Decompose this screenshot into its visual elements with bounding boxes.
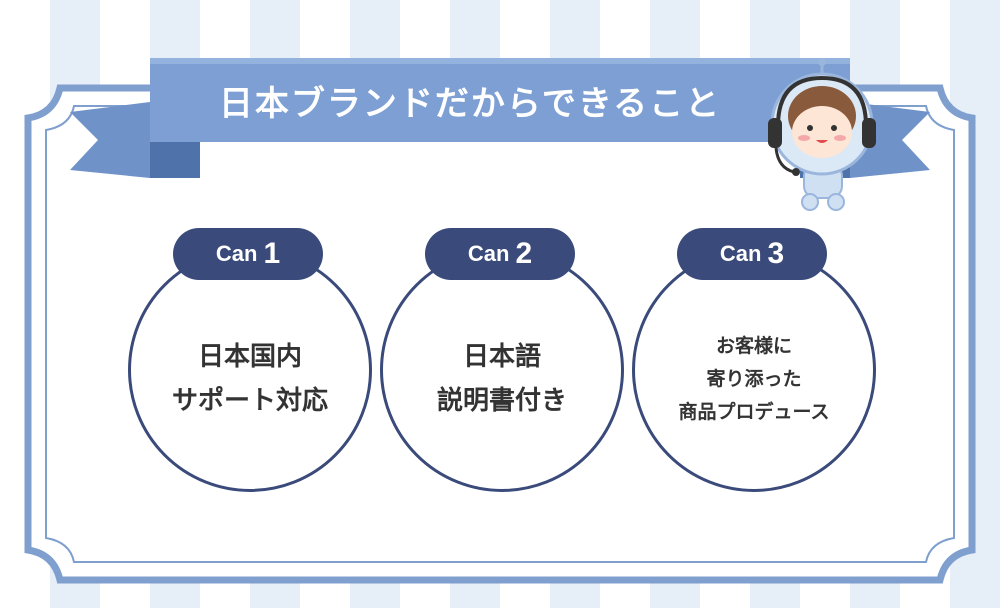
ribbon-left-fold	[150, 140, 200, 178]
can-feature-text: 日本国内 サポート対応	[171, 342, 328, 416]
support-operator-mascot-icon	[768, 58, 876, 211]
can-feature-text: 日本語 説明書付き	[436, 342, 567, 416]
can-card-2: Can 2 日本語 説明書付き	[380, 228, 630, 492]
can-circle: 日本国内 サポート対応	[128, 248, 372, 492]
can-card-3: Can 3 お客様に 寄り添った 商品プロデュース	[632, 228, 882, 492]
can-circle: お客様に 寄り添った 商品プロデュース	[632, 248, 876, 492]
can-badge: Can 2	[425, 228, 575, 280]
can-feature-text: お客様に 寄り添った 商品プロデュース	[678, 334, 830, 423]
can-card-1: Can 1 日本国内 サポート対応	[128, 228, 378, 492]
ribbon-band	[150, 58, 850, 142]
ribbon-left-tail	[70, 102, 150, 178]
can-circle: 日本語 説明書付き	[380, 248, 624, 492]
can-badge: Can 1	[173, 228, 323, 280]
can-badge: Can 3	[677, 228, 827, 280]
banner-title: 日本ブランドだからできること	[218, 83, 722, 124]
